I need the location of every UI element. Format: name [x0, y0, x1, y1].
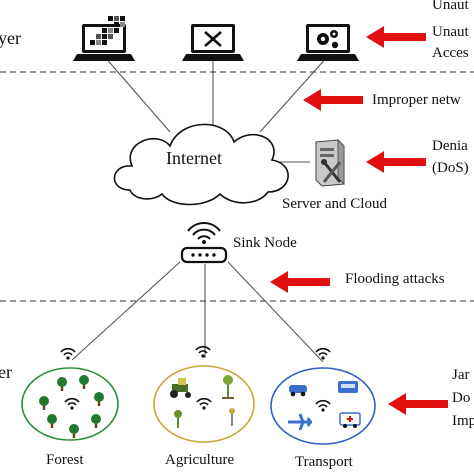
car-icon: [289, 385, 307, 397]
threat-text: (DoS): [432, 160, 469, 176]
crop-icon: [229, 408, 235, 426]
cloud-label: Internet: [166, 148, 222, 168]
laptop-tools-icon: [182, 24, 244, 61]
field-label-forest: Forest: [46, 452, 84, 468]
router-icon: [180, 222, 228, 264]
field-label-agriculture: Agriculture: [165, 452, 235, 468]
threat-text: Denia: [432, 138, 468, 154]
wifi-icon: [60, 347, 76, 361]
threat-text: Improper netw: [372, 92, 461, 108]
laptop-gear-icon: [297, 24, 359, 61]
layer-label-top: yer: [0, 28, 21, 48]
layer-label-bottom: er: [0, 362, 12, 382]
ambulance-icon: [339, 412, 361, 428]
airplane-icon: [288, 413, 312, 431]
threat-text: Unaut: [432, 24, 469, 40]
bus-icon: [338, 381, 358, 393]
forest-field: [21, 367, 119, 441]
server-icon: [315, 139, 345, 187]
cloud-icon: [113, 123, 289, 206]
transport-field: [270, 367, 376, 445]
threat-text: Acces: [432, 45, 469, 61]
threat-text: Do: [452, 390, 471, 406]
agriculture-field: [153, 365, 255, 443]
threat-text: Flooding attacks: [345, 271, 445, 287]
server-label: Server and Cloud: [282, 196, 387, 212]
wifi-icon: [195, 345, 211, 359]
wifi-icon: [315, 347, 331, 361]
crop-icon: [174, 410, 182, 428]
threat-text: Unaut: [432, 0, 469, 13]
tractor-icon: [170, 378, 191, 398]
threat-text: Imp: [452, 413, 474, 429]
threat-arrow: [366, 151, 426, 173]
threat-arrow: [270, 271, 330, 293]
threat-arrow: [388, 393, 448, 415]
crop-icon: [222, 375, 234, 399]
sink-node-label: Sink Node: [233, 235, 297, 251]
threat-text: Jar: [452, 367, 470, 383]
laptop-data-icon: [73, 16, 135, 61]
connection-lines: [71, 55, 329, 363]
threat-arrow: [303, 89, 363, 111]
threat-arrow: [366, 26, 426, 48]
field-label-transport: Transport: [295, 454, 353, 470]
